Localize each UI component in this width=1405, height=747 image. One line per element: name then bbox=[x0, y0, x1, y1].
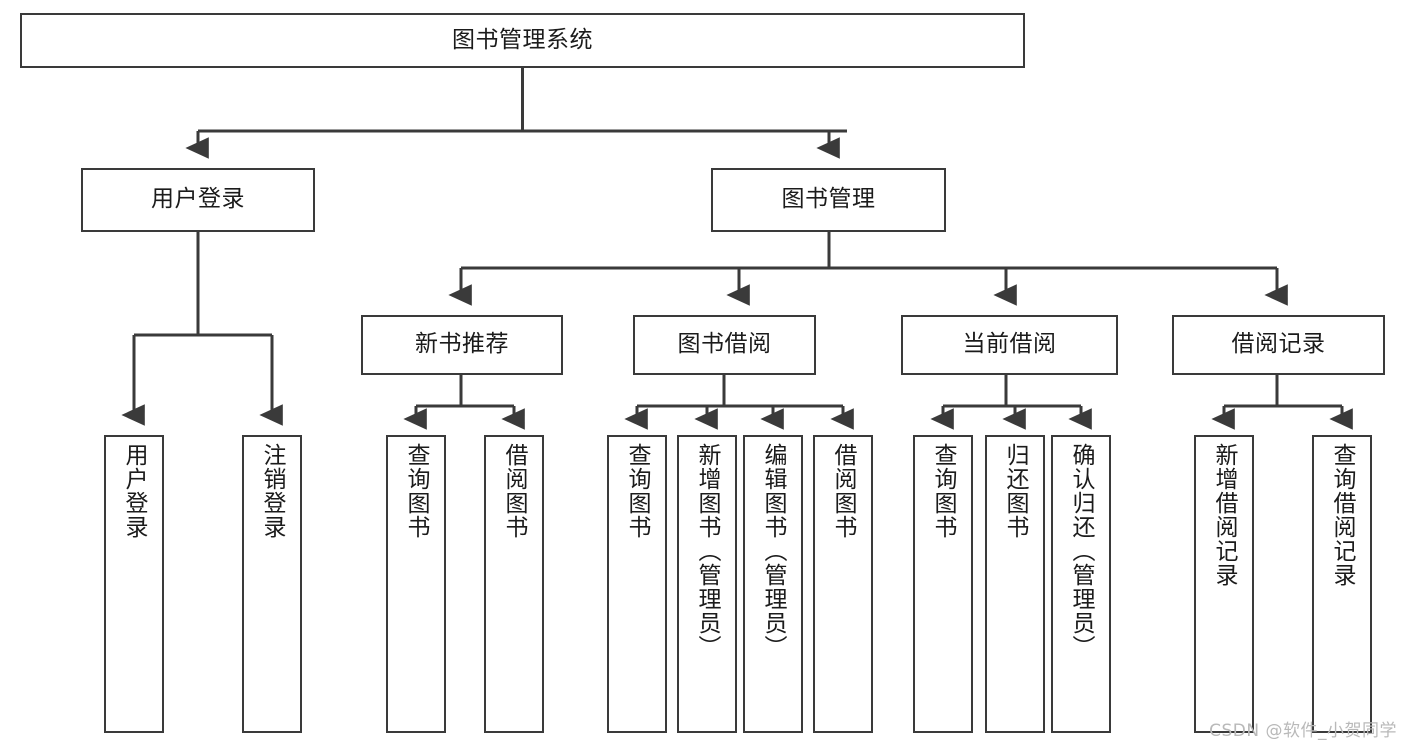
node-leaf-add-book-admin-label: 新增图书（管理员） bbox=[694, 443, 721, 659]
node-leaf-add-borrow-record[interactable]: 新增借阅记录 bbox=[1194, 435, 1254, 733]
connector-currentborrow-to-leaves bbox=[930, 375, 1092, 430]
node-new-book-recommend[interactable]: 新书推荐 bbox=[361, 315, 563, 375]
node-leaf-query-book-borrow-label: 查询图书 bbox=[624, 443, 651, 539]
node-book-borrow-label: 图书借阅 bbox=[677, 331, 772, 358]
node-leaf-query-book-current[interactable]: 查询图书 bbox=[913, 435, 973, 733]
node-leaf-query-book-current-label: 查询图书 bbox=[930, 443, 957, 539]
node-borrow-records-label: 借阅记录 bbox=[1231, 331, 1326, 358]
node-root-label: 图书管理系统 bbox=[452, 26, 593, 53]
node-leaf-logout[interactable]: 注销登录 bbox=[242, 435, 302, 733]
connector-userlogin-to-leaves bbox=[121, 232, 283, 426]
node-leaf-logout-label: 注销登录 bbox=[259, 443, 286, 539]
node-user-login[interactable]: 用户登录 bbox=[81, 168, 315, 232]
connector-bookborrow-to-leaves bbox=[624, 375, 854, 430]
node-borrow-records[interactable]: 借阅记录 bbox=[1172, 315, 1385, 375]
node-current-borrow-label: 当前借阅 bbox=[962, 331, 1057, 358]
connector-root-to-level2 bbox=[185, 68, 847, 159]
node-leaf-borrow-book[interactable]: 借阅图书 bbox=[813, 435, 873, 733]
node-leaf-edit-book-admin-label: 编辑图书（管理员） bbox=[760, 443, 787, 659]
node-leaf-confirm-return-admin-label: 确认归还（管理员） bbox=[1068, 443, 1095, 659]
node-leaf-return-book[interactable]: 归还图书 bbox=[985, 435, 1045, 733]
node-leaf-confirm-return-admin[interactable]: 确认归还（管理员） bbox=[1051, 435, 1111, 733]
node-leaf-return-book-label: 归还图书 bbox=[1002, 443, 1029, 539]
node-book-borrow[interactable]: 图书借阅 bbox=[633, 315, 816, 375]
node-leaf-borrow-book-recommend-label: 借阅图书 bbox=[501, 443, 528, 539]
node-book-management[interactable]: 图书管理 bbox=[711, 168, 946, 232]
node-current-borrow[interactable]: 当前借阅 bbox=[901, 315, 1118, 375]
node-leaf-query-book-recommend-label: 查询图书 bbox=[403, 443, 430, 539]
node-leaf-user-login[interactable]: 用户登录 bbox=[104, 435, 164, 733]
node-leaf-query-book-borrow[interactable]: 查询图书 bbox=[607, 435, 667, 733]
node-new-book-recommend-label: 新书推荐 bbox=[415, 331, 509, 358]
csdn-watermark: CSDN @软件_小贺同学 bbox=[1209, 721, 1397, 741]
node-book-management-label: 图书管理 bbox=[781, 186, 876, 213]
node-leaf-query-borrow-record-label: 查询借阅记录 bbox=[1329, 443, 1356, 587]
node-leaf-borrow-book-recommend[interactable]: 借阅图书 bbox=[484, 435, 544, 733]
node-root[interactable]: 图书管理系统 bbox=[20, 13, 1025, 68]
node-leaf-user-login-label: 用户登录 bbox=[121, 443, 148, 539]
node-leaf-edit-book-admin[interactable]: 编辑图书（管理员） bbox=[743, 435, 803, 733]
node-leaf-add-borrow-record-label: 新增借阅记录 bbox=[1211, 443, 1238, 587]
node-leaf-query-borrow-record[interactable]: 查询借阅记录 bbox=[1312, 435, 1372, 733]
node-leaf-query-book-recommend[interactable]: 查询图书 bbox=[386, 435, 446, 733]
node-leaf-borrow-book-label: 借阅图书 bbox=[830, 443, 857, 539]
connector-bookmanagement-to-level3 bbox=[448, 232, 1288, 306]
connector-borrowrecords-to-leaves bbox=[1211, 375, 1353, 430]
node-leaf-add-book-admin[interactable]: 新增图书（管理员） bbox=[677, 435, 737, 733]
connector-newbook-to-leaves bbox=[403, 375, 525, 430]
node-user-login-label: 用户登录 bbox=[151, 186, 245, 213]
